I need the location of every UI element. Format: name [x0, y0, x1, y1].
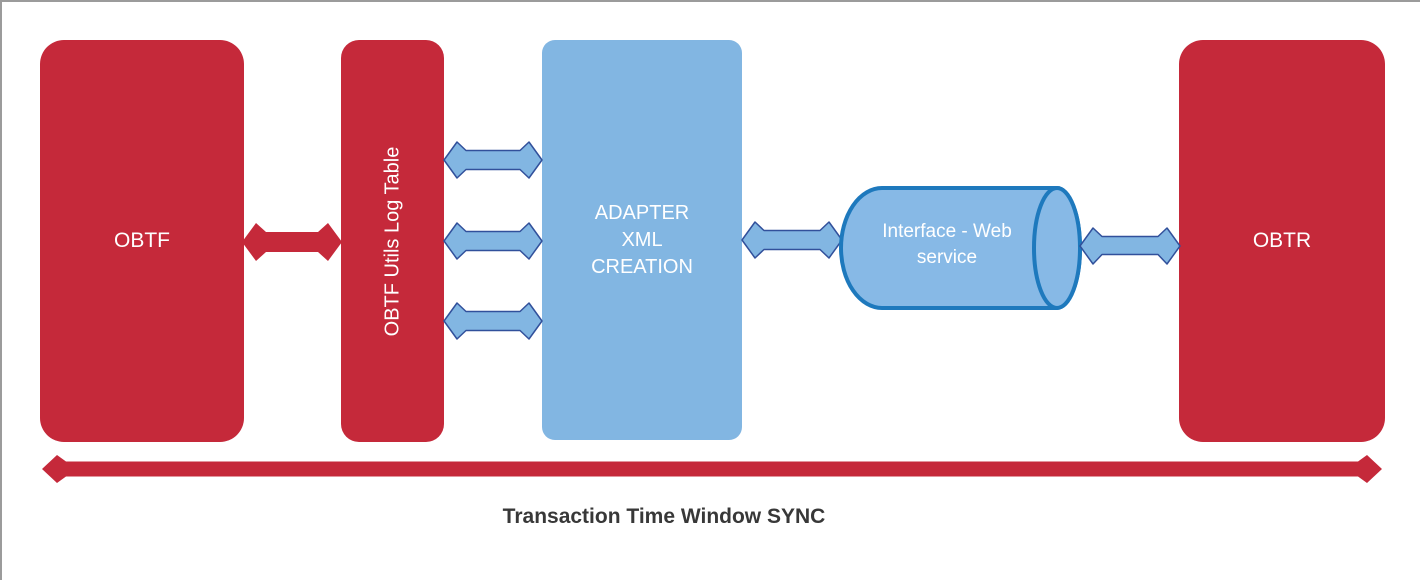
arrow-adapter-webservice [741, 221, 843, 259]
adapter-label-line1: ADAPTER [594, 201, 690, 224]
cylinder-web-service-label: Interface - Web service [882, 221, 1012, 268]
arrow-logtable-adapter-1 [443, 141, 543, 179]
adapter-label-line2: XML [621, 228, 663, 251]
node-adapter-xml-creation: ADAPTER XML CREATION [542, 40, 742, 440]
node-obtf: OBTF [40, 40, 244, 442]
arrow-obtf-logtable [242, 223, 342, 261]
arrow-transaction-time-window [42, 455, 1382, 483]
node-obtr: OBTR [1179, 40, 1385, 442]
node-obtf-utils-log-table-label: OBTF Utils Log Table [381, 146, 403, 336]
node-obtf-utils-log-table: OBTF Utils Log Table [341, 40, 444, 442]
cylinder-web-service-cap [1032, 186, 1082, 310]
adapter-label-line3: CREATION [591, 255, 693, 278]
arrow-webservice-obtr [1079, 227, 1181, 265]
node-obtf-label: OBTF [114, 229, 170, 252]
node-obtr-label: OBTR [1252, 229, 1312, 252]
arrow-logtable-adapter-2 [443, 222, 543, 260]
timeline-caption: Transaction Time Window SYNC [502, 505, 826, 528]
arrow-logtable-adapter-3 [443, 302, 543, 340]
